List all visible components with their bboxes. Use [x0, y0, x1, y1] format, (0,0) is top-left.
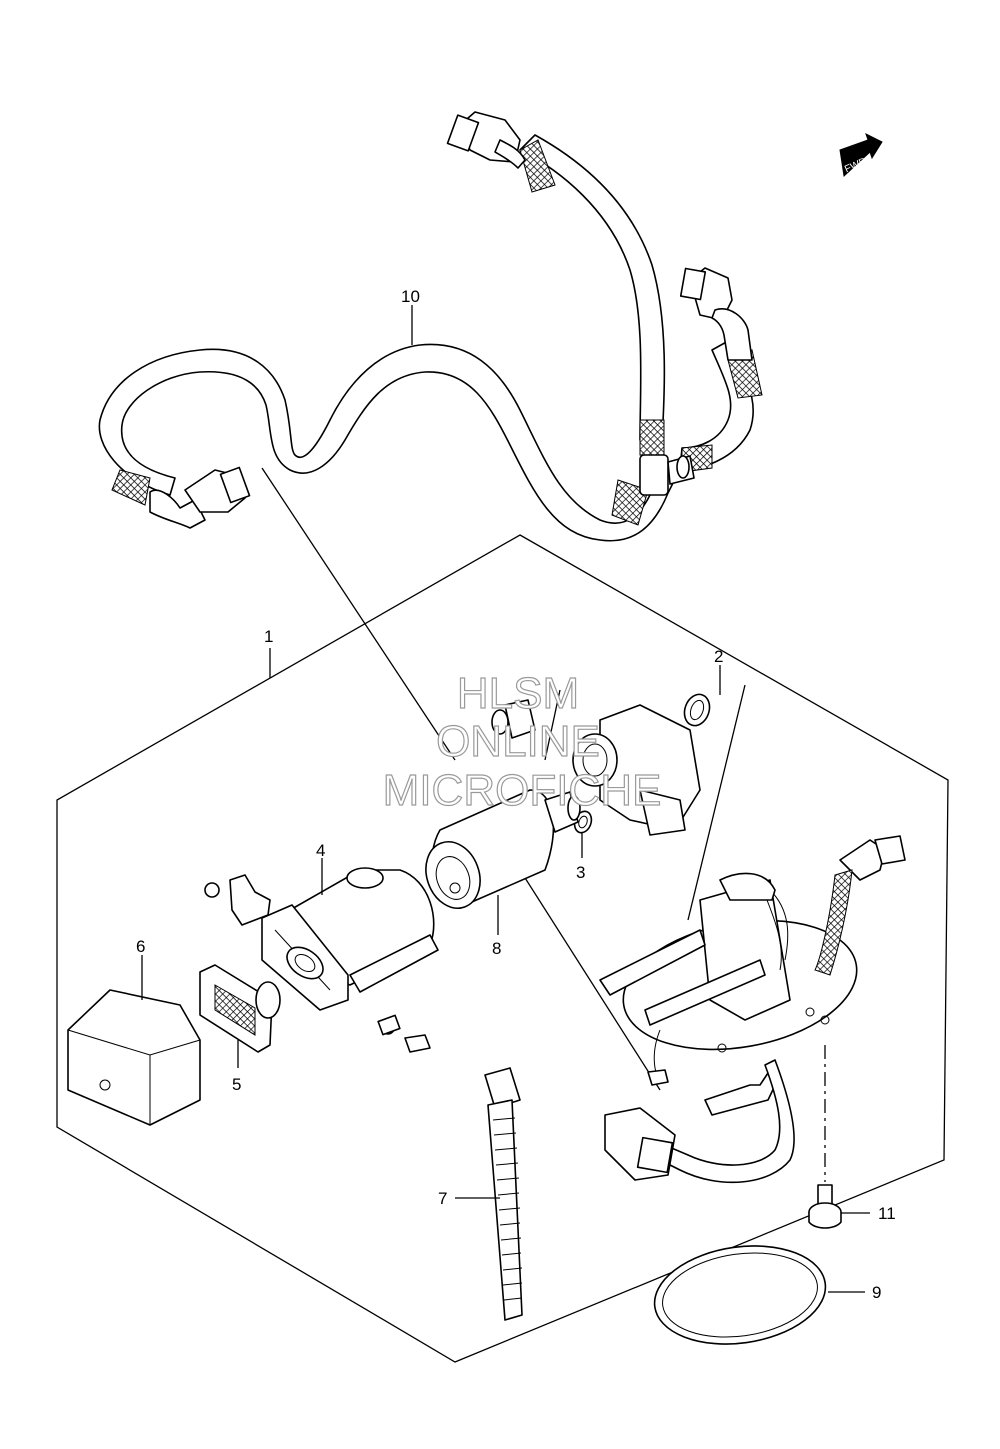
- watermark: HLSM ONLINE MICROFICHE: [382, 668, 662, 815]
- callout-7: 7: [438, 1189, 447, 1208]
- pump-fitting: [491, 699, 536, 739]
- fuel-pump-8: [425, 789, 581, 909]
- bolt-11: [808, 1184, 842, 1229]
- filter-element-5: [199, 964, 281, 1053]
- callout-2: 2: [714, 647, 723, 666]
- filter-case-6: [67, 989, 201, 1126]
- callout-6: 6: [136, 937, 145, 956]
- cable-tie-7: [484, 1067, 523, 1321]
- fwd-arrow-icon: FWD: [839, 133, 883, 178]
- pressure-regulator: [572, 704, 701, 836]
- callout-11: 11: [878, 1204, 896, 1223]
- gasket-ring-9: [653, 1245, 827, 1345]
- callout-4: 4: [316, 841, 325, 860]
- watermark-line3: MICROFICHE: [383, 766, 662, 815]
- o-ring-2: [683, 693, 711, 727]
- callout-3: 3: [576, 863, 585, 882]
- fuel-hose-assembly: [98, 111, 763, 542]
- watermark-line2: ONLINE: [436, 717, 600, 766]
- callout-5: 5: [232, 1075, 241, 1094]
- pump-bracket-plate: [599, 835, 906, 1184]
- leader-hose-to-pump: [261, 467, 456, 761]
- callout-10: 10: [401, 287, 420, 306]
- callout-9: 9: [872, 1283, 881, 1302]
- callout-8: 8: [492, 939, 501, 958]
- watermark-line1: HLSM: [457, 669, 579, 718]
- callout-1: 1: [264, 627, 273, 646]
- assembly-frame: [56, 534, 949, 1363]
- filter-housing-4: [204, 867, 439, 1053]
